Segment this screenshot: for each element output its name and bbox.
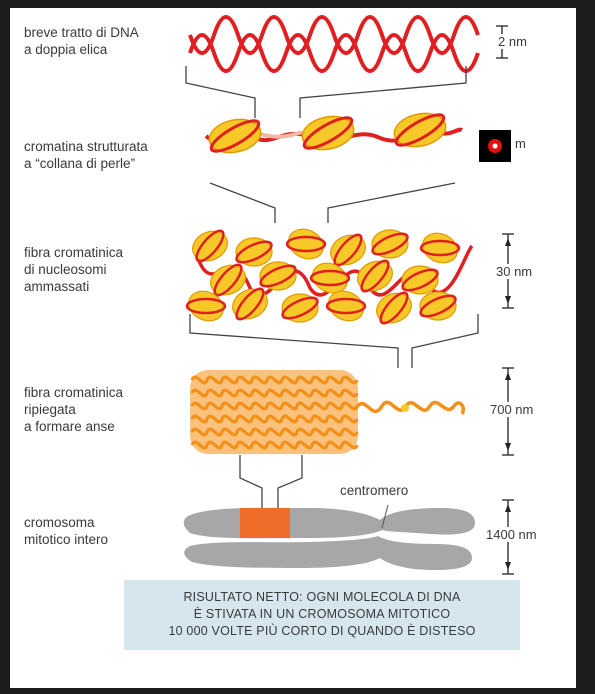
loop-row	[190, 427, 359, 437]
loop-tail	[354, 400, 466, 415]
scale-label-700nm: 700 nm	[488, 402, 536, 417]
fiber-nucleosome	[371, 229, 409, 259]
dna-strand-2	[188, 15, 480, 55]
zoom-connector-1	[185, 66, 467, 118]
centromere-pointer	[381, 504, 389, 529]
scale-bars	[496, 25, 514, 575]
fiber-nucleosome	[232, 287, 268, 321]
loop-row	[190, 414, 359, 424]
scale-label-30nm: 30 nm	[494, 264, 535, 279]
fiber-nucleosome	[330, 233, 366, 267]
chromatid-lower	[184, 536, 472, 570]
loop-fiber-marker	[401, 404, 409, 412]
net-result-banner: RISULTATO NETTO: OGNI MOLECOLA DI DNA È …	[124, 580, 520, 650]
fiber-nucleosome	[325, 290, 367, 322]
looped-chromatin-fiber	[190, 370, 466, 454]
loop-row	[190, 440, 359, 450]
nucleosome-bead-1	[208, 118, 262, 154]
label-looped-fiber: fibra cromatinica ripiegata a formare an…	[24, 385, 124, 434]
loop-row	[190, 401, 359, 411]
fiber-nucleosome	[235, 237, 273, 267]
nucleosome-bead-3	[393, 112, 447, 148]
dna-double-helix	[188, 15, 480, 73]
banner-line-3: 10 000 VOLTE PIÙ CORTO DI QUANDO È DISTE…	[168, 624, 476, 638]
scale-label-beads: m	[515, 136, 526, 151]
chromatid-upper	[183, 507, 475, 539]
zoom-connector-3	[189, 314, 479, 368]
fiber-nucleosome	[419, 291, 457, 321]
fiber-nucleosome	[419, 232, 461, 264]
fiber-nucleosome	[357, 259, 393, 293]
dna-strand-1	[188, 33, 480, 73]
scale-label-2nm: 2 nm	[498, 34, 527, 49]
banner-line-1: RISULTATO NETTO: OGNI MOLECOLA DI DNA	[183, 590, 461, 604]
zoom-connector-4	[239, 455, 303, 508]
zoom-connector-2	[209, 182, 456, 223]
chromatin-fiber-30nm	[185, 228, 474, 325]
label-beads-on-string: cromatina strutturata a “collana di perl…	[24, 139, 148, 171]
fiber-nucleosome	[281, 293, 319, 323]
scale-label-1400nm: 1400 nm	[484, 527, 539, 542]
diagram-canvas: breve tratto di DNA a doppia elica croma…	[10, 8, 576, 688]
nucleosome-bead-2	[301, 115, 355, 151]
loop-mass-bg	[190, 370, 358, 454]
mitotic-chromosome	[183, 504, 475, 570]
loop-row	[190, 375, 359, 385]
linker-dna-pale	[259, 130, 303, 139]
fiber-nucleosome	[285, 228, 327, 260]
label-chromatin-fiber: fibra cromatinica di nucleosomi ammassat…	[24, 245, 124, 294]
fiber-nucleosome	[259, 261, 297, 291]
loop-row	[190, 388, 359, 398]
banner-line-2: È STIVATA IN UN CROMOSOMA MITOTICO	[193, 607, 451, 621]
play-indicator-icon[interactable]	[479, 130, 511, 162]
fiber-nucleosome	[210, 263, 246, 297]
fiber-nucleosome	[401, 265, 439, 295]
fiber-nucleosome	[185, 290, 227, 322]
fiber-nucleosome	[309, 262, 351, 294]
label-dna-double-helix: breve tratto di DNA a doppia elica	[24, 25, 139, 57]
fiber-nucleosome	[192, 229, 228, 263]
fiber-nucleosome	[376, 291, 412, 325]
chromosome-highlight-band	[240, 508, 290, 538]
label-mitotic-chromosome: cromosoma mitotico intero	[24, 515, 109, 547]
chromatin-diagram	[183, 15, 514, 575]
centromere-label: centromero	[340, 483, 409, 498]
